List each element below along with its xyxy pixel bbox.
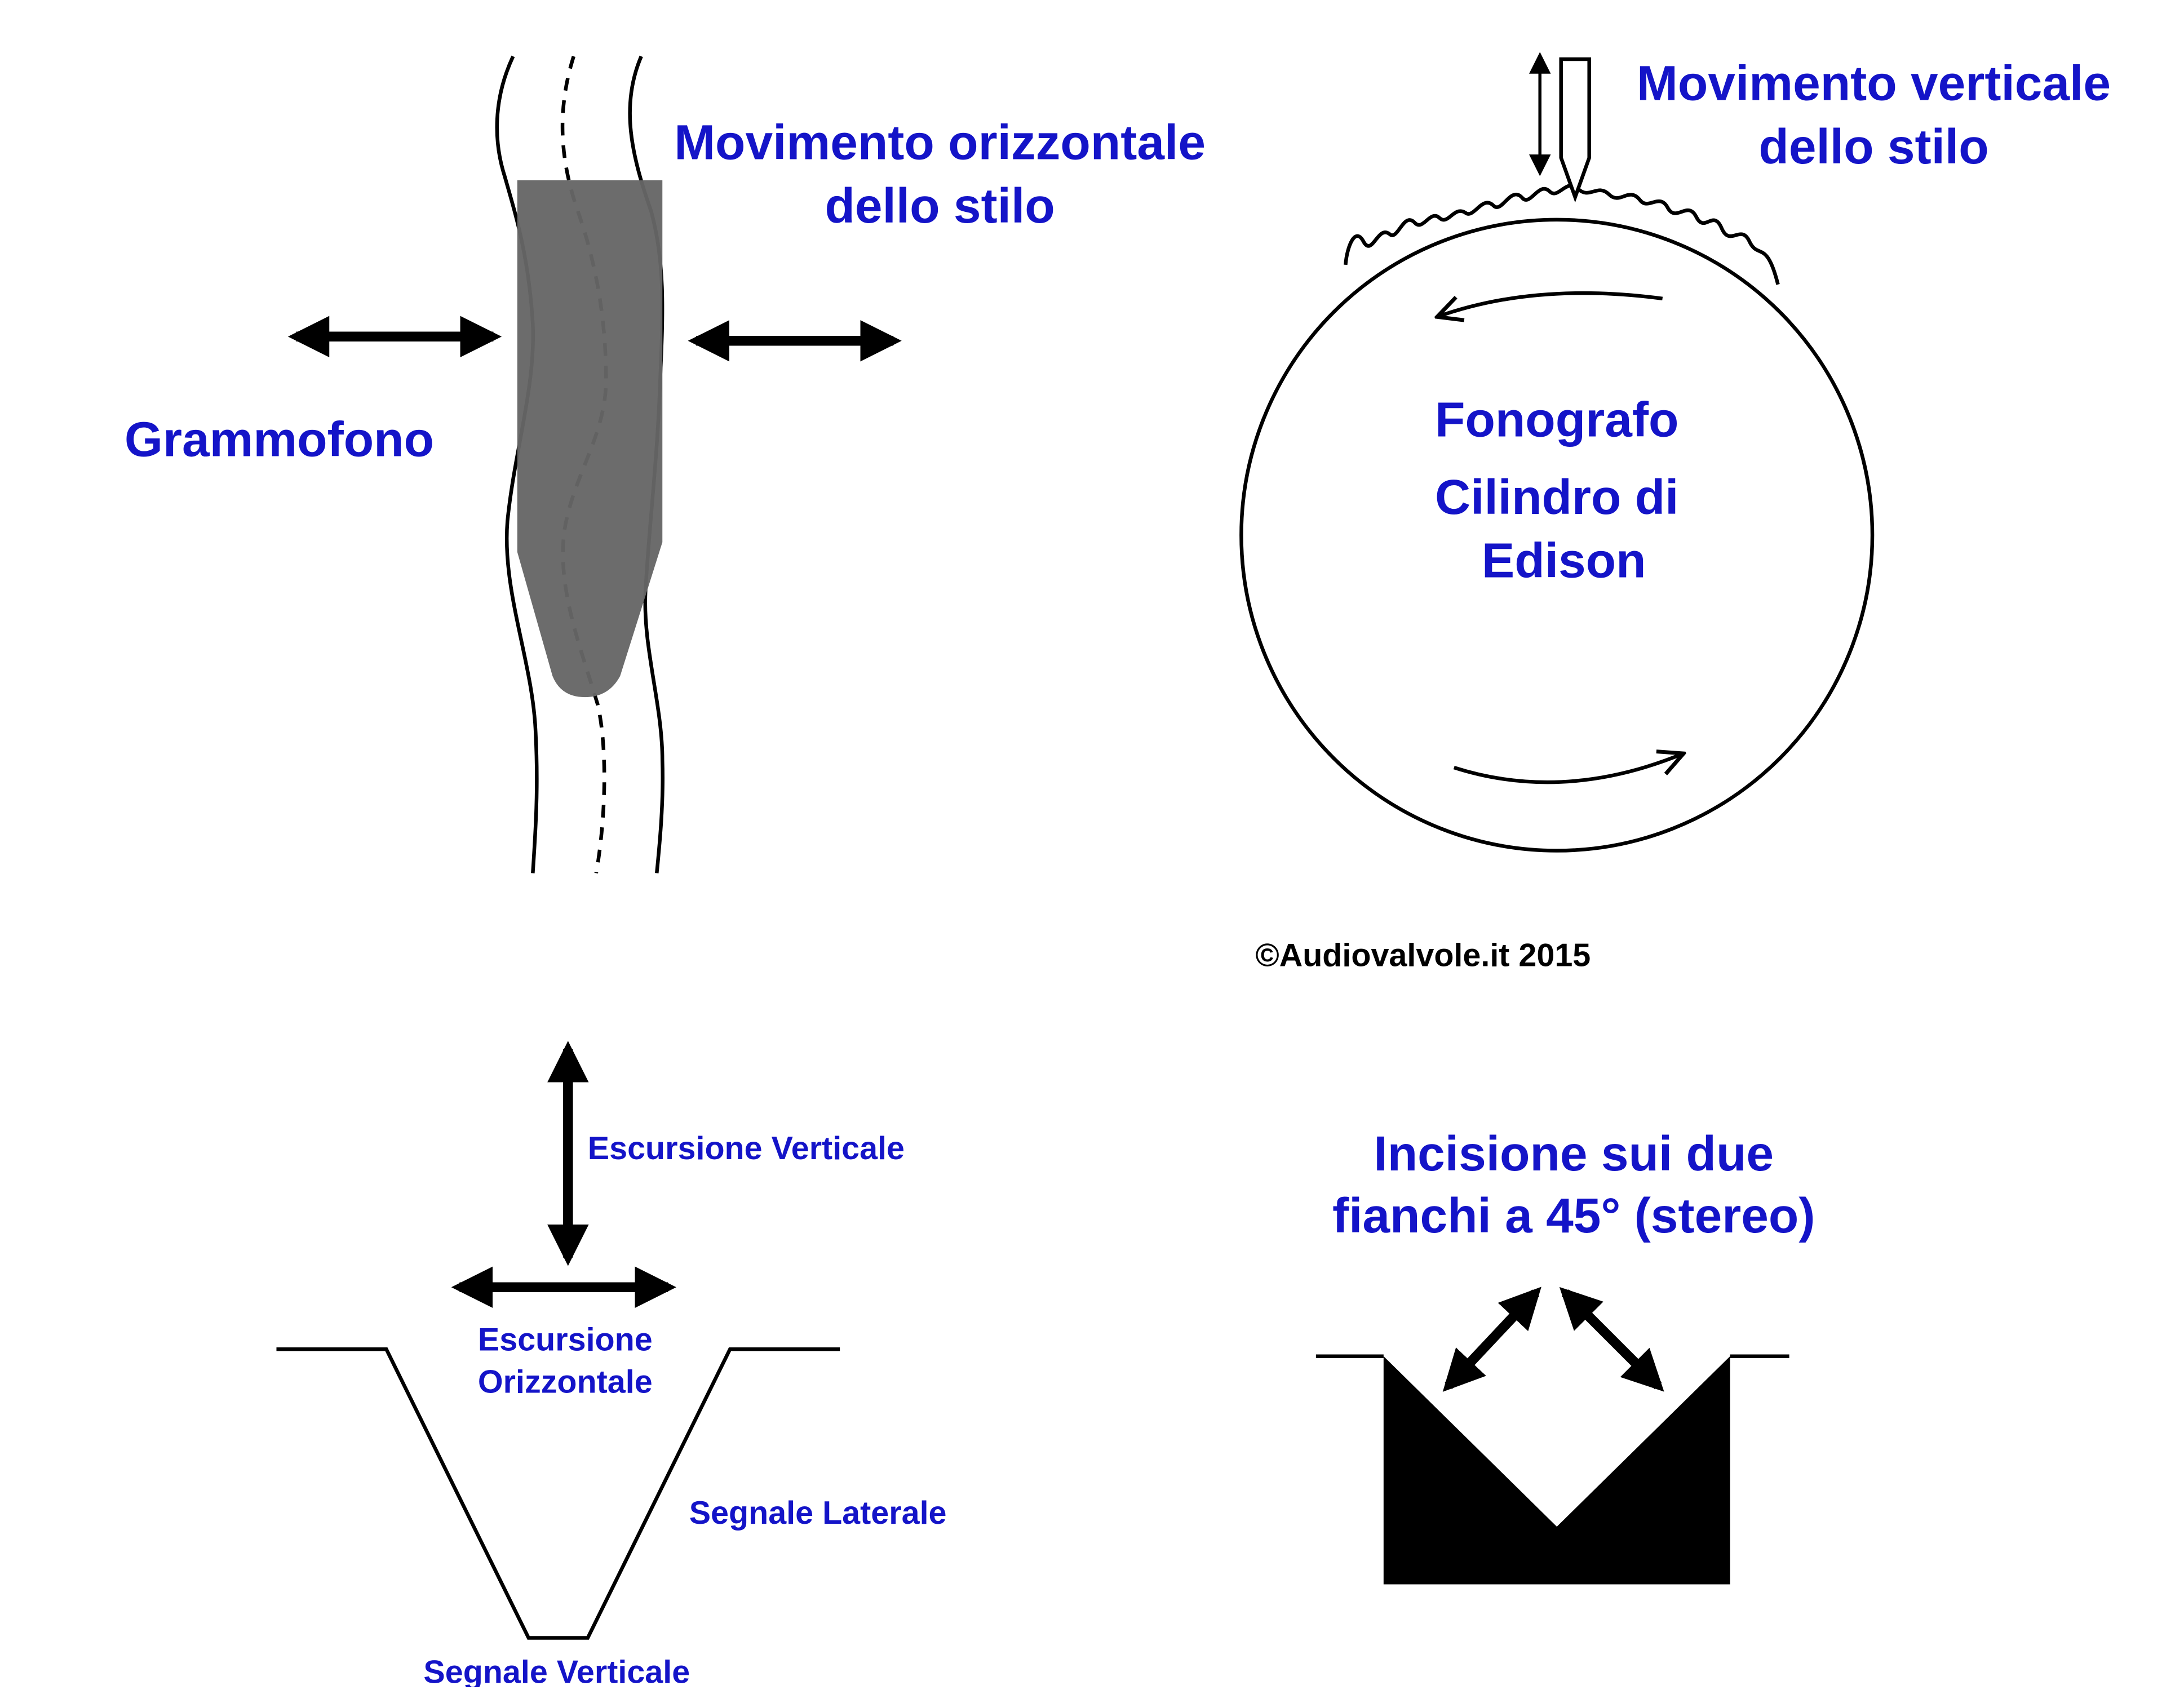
cylinder-surface-wave (1344, 183, 1780, 285)
vertical-stylus-shape (1559, 57, 1591, 203)
phonograph-label-3: Edison (1482, 533, 1646, 588)
horizontal-excursion-line2: Orizzontale (478, 1364, 653, 1400)
horizontal-excursion-line1: Escursione (478, 1322, 653, 1358)
phonograph-movement-line2: dello stilo (1758, 119, 1988, 174)
rotation-arrow-bottom (1453, 753, 1684, 784)
groove-profile (276, 1347, 840, 1640)
stereo-right-arrow (1559, 1287, 1664, 1392)
phonograph-label-1: Fonografo (1435, 392, 1678, 447)
stereo-title-line2: fianchi a 45° (stereo) (1332, 1188, 1815, 1243)
stylus-shape (517, 180, 663, 698)
rotation-arrow-top (1437, 291, 1663, 317)
phonograph-label-2: Cilindro di (1435, 469, 1678, 525)
gramophone-movement-line1: Movimento orizzontale (674, 114, 1206, 170)
vertical-signal-label: Segnale Verticale (423, 1654, 690, 1687)
gramophone-movement-line2: dello stilo (825, 178, 1055, 233)
vertical-excursion-label: Escursione Verticale (588, 1130, 905, 1166)
edison-cylinder-circle (1239, 218, 1875, 853)
lateral-signal-label: Segnale Laterale (689, 1495, 947, 1531)
stereo-title-line1: Incisione sui due (1374, 1126, 1774, 1181)
stereo-left-arrow (1442, 1287, 1541, 1392)
stereo-groove-block (1383, 1356, 1730, 1585)
copyright-text: ©Audiovalvole.it 2015 (1255, 937, 1591, 973)
gramophone-title: Grammofono (125, 412, 434, 467)
phonograph-movement-line1: Movimento verticale (1637, 55, 2111, 110)
